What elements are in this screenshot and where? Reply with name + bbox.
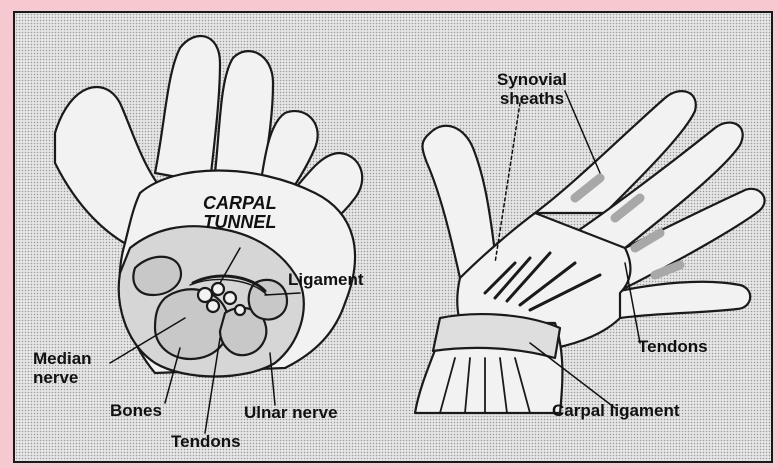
label-synovial-sheaths: Synovial sheaths: [497, 70, 567, 108]
label-synovial-sheaths-line1: Synovial: [497, 70, 567, 89]
label-median-nerve-line2: nerve: [33, 368, 92, 387]
label-carpal-tunnel-line2: TUNNEL: [203, 213, 277, 232]
label-ulnar-nerve: Ulnar nerve: [244, 403, 338, 422]
label-carpal-tunnel-line1: CARPAL: [203, 194, 277, 213]
label-median-nerve: Median nerve: [33, 349, 92, 387]
label-carpal-ligament: Carpal ligament: [552, 401, 680, 420]
right-hand: [415, 91, 765, 413]
illustration-panel: CARPAL TUNNEL Ligament Median nerve Bone…: [13, 11, 773, 463]
hand-anatomy-drawing: [15, 13, 771, 461]
label-tendons-right: Tendons: [638, 337, 708, 356]
label-ligament: Ligament: [288, 270, 364, 289]
label-synovial-sheaths-line2: sheaths: [497, 89, 567, 108]
label-carpal-tunnel: CARPAL TUNNEL: [203, 194, 277, 232]
label-bones: Bones: [110, 401, 162, 420]
label-median-nerve-line1: Median: [33, 349, 92, 368]
label-tendons-left: Tendons: [171, 432, 241, 451]
